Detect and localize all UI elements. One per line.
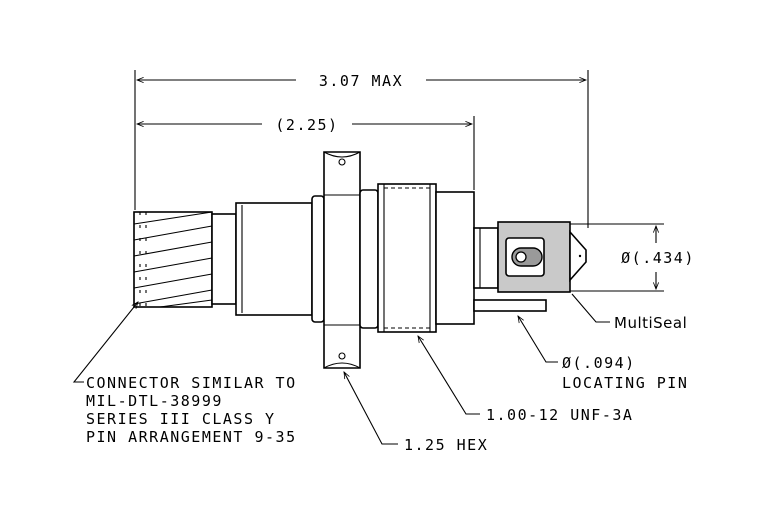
connector-assembly: [133, 151, 587, 369]
multiseal-callout: MultiSeal: [571, 293, 687, 332]
hex-label: 1.25 HEX: [404, 436, 488, 454]
diameter-label: Ø(.434): [621, 249, 695, 267]
thread-label: 1.00-12 UNF-3A: [486, 406, 633, 424]
locating-pin-leader: [517, 315, 558, 363]
thread-helix: [133, 211, 213, 308]
locating-pin-label: LOCATING PIN: [562, 374, 688, 392]
connector-leader: [72, 301, 139, 383]
multiseal-label: MultiSeal: [614, 314, 687, 332]
reference-length-label: (2.25): [275, 116, 338, 134]
neck: [473, 227, 499, 289]
mounting-thread: [377, 183, 437, 333]
locating-pin-callout: Ø(.094) LOCATING PIN: [517, 315, 688, 392]
connector-note-line3: SERIES III CLASS Y: [86, 410, 276, 428]
connector-note-callout: CONNECTOR SIMILAR TO MIL-DTL-38999 SERIE…: [72, 301, 297, 446]
lockwire-hole-top: [338, 158, 346, 166]
overall-length-dimension: 3.07 MAX: [134, 70, 589, 228]
reference-length-dimension: (2.25): [135, 116, 475, 190]
locating-pin: [473, 299, 547, 312]
connector-note-line4: PIN ARRANGEMENT 9-35: [86, 428, 297, 446]
diameter-dimension: Ø(.434): [568, 223, 695, 292]
hex-callout: 1.25 HEX: [343, 371, 488, 454]
contact-tip: [569, 229, 587, 283]
hex-leader: [343, 371, 398, 445]
hex-nut: [323, 151, 361, 369]
washer: [359, 189, 379, 329]
shell: [235, 202, 313, 316]
multiseal-contact: [497, 221, 587, 293]
thread-callout: 1.00-12 UNF-3A: [417, 335, 633, 424]
thread-leader: [417, 335, 480, 415]
multiseal-leader: [571, 293, 610, 323]
seal-hole: [515, 251, 527, 263]
rear-body: [435, 191, 475, 325]
lockwire-hole-bottom: [338, 352, 346, 360]
collar: [211, 213, 237, 305]
overall-length-label: 3.07 MAX: [319, 72, 403, 90]
flange-ring: [311, 195, 325, 323]
locating-pin-diameter: Ø(.094): [562, 354, 636, 372]
connector-note-line2: MIL-DTL-38999: [86, 392, 223, 410]
connector-note-line1: CONNECTOR SIMILAR TO: [86, 374, 297, 392]
